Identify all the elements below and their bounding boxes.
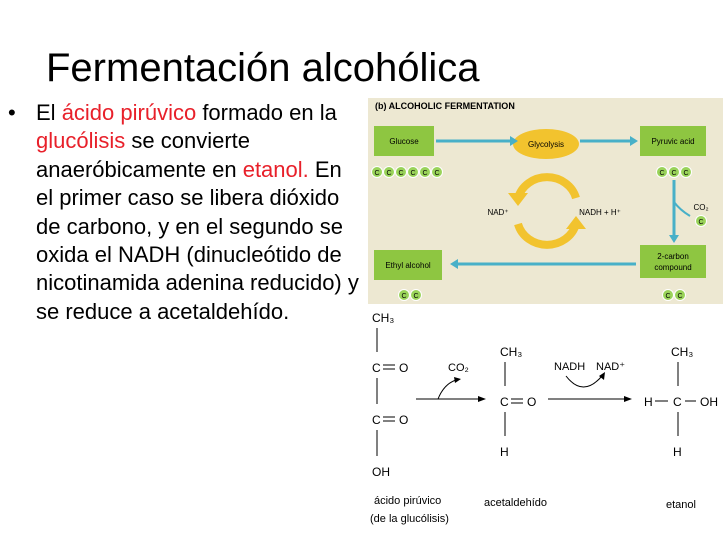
bullet-dot: • bbox=[8, 100, 16, 125]
pyruvic-acid-caption: ácido pirúvico bbox=[374, 495, 441, 507]
svg-text:C: C bbox=[372, 361, 381, 375]
svg-text:O: O bbox=[399, 413, 408, 427]
svg-text:C: C bbox=[374, 170, 379, 177]
svg-text:C: C bbox=[413, 293, 418, 300]
bullet-paragraph: • El ácido pirúvico formado en la glucól… bbox=[8, 99, 362, 326]
nad-cycle-bottom bbox=[514, 222, 580, 249]
co2-release-arrow bbox=[437, 379, 457, 400]
text-part: El bbox=[36, 100, 62, 125]
nadh-text: NADH bbox=[554, 361, 585, 373]
figure-header: (b) ALCOHOLIC FERMENTATION bbox=[375, 101, 515, 111]
two-carbon-box bbox=[640, 245, 706, 278]
ethanol-caption: etanol bbox=[666, 499, 696, 511]
nadh-label: NADH + H⁺ bbox=[579, 208, 621, 217]
two-carbon-carbons: C C bbox=[662, 289, 686, 301]
svg-text:C: C bbox=[410, 170, 415, 177]
glycolysis-node bbox=[513, 129, 579, 159]
cycle-arrowhead bbox=[566, 216, 586, 229]
glycolysis-label: Glycolysis bbox=[528, 140, 564, 149]
fermentation-diagram: (b) ALCOHOLIC FERMENTATION Glucose Glyco… bbox=[368, 98, 723, 304]
chemical-reaction: CH₃ C O C O OH ácido pirúvico (de la glu… bbox=[368, 306, 723, 541]
pyruvic-acid-box bbox=[640, 126, 706, 156]
svg-text:OH: OH bbox=[372, 465, 390, 479]
text-part: formado en la bbox=[196, 100, 337, 125]
nad-plus-label: NAD⁺ bbox=[487, 208, 508, 217]
arrowhead bbox=[624, 396, 632, 402]
svg-text:H: H bbox=[673, 445, 682, 459]
slide-title: Fermentación alcohólica bbox=[46, 46, 480, 90]
svg-text:O: O bbox=[527, 395, 536, 409]
glucose-carbons: C C C C C C bbox=[371, 166, 443, 178]
svg-text:C: C bbox=[386, 170, 391, 177]
pyruvic-carbons: C C C bbox=[656, 166, 692, 178]
svg-text:H: H bbox=[644, 395, 653, 409]
text-part: En el primer caso se libera dióxido de c… bbox=[36, 156, 359, 324]
svg-text:CH₃: CH₃ bbox=[500, 345, 522, 359]
acetaldehyde-structure: CH₃ C O H bbox=[500, 345, 536, 459]
chemical-reaction-svg: CH₃ C O C O OH ácido pirúvico (de la glu… bbox=[370, 311, 718, 525]
paragraph-body: El ácido pirúvico formado en la glucólis… bbox=[36, 99, 362, 326]
co2-label: CO₂ bbox=[693, 203, 708, 212]
arrowhead bbox=[450, 259, 458, 269]
svg-text:H: H bbox=[500, 445, 509, 459]
arrowhead bbox=[510, 136, 518, 146]
co2-text: CO₂ bbox=[448, 362, 469, 374]
ethyl-carbons: C C bbox=[398, 289, 422, 301]
svg-text:C: C bbox=[372, 413, 381, 427]
svg-text:C: C bbox=[659, 170, 664, 177]
svg-text:CH₃: CH₃ bbox=[372, 311, 394, 325]
svg-text:OH: OH bbox=[700, 395, 718, 409]
two-carbon-label-2: compound bbox=[654, 263, 691, 272]
ethyl-alcohol-box bbox=[374, 250, 442, 280]
ethyl-alcohol-label: Ethyl alcohol bbox=[385, 261, 431, 270]
svg-text:C: C bbox=[422, 170, 427, 177]
svg-text:C: C bbox=[677, 293, 682, 300]
ethanol-structure: CH₃ H C OH H bbox=[644, 345, 718, 459]
arrowhead bbox=[599, 372, 605, 380]
pyruvic-acid-caption-2: (de la glucólisis) bbox=[370, 513, 449, 525]
svg-text:C: C bbox=[683, 170, 688, 177]
term-glycolysis: glucólisis bbox=[36, 128, 126, 154]
co2-branch bbox=[673, 201, 691, 217]
svg-text:C: C bbox=[665, 293, 670, 300]
nad-text: NAD⁺ bbox=[596, 361, 625, 373]
arrowhead bbox=[478, 396, 486, 402]
fermentation-diagram-svg: (b) ALCOHOLIC FERMENTATION Glucose Glyco… bbox=[371, 101, 709, 301]
co2-carbon bbox=[695, 215, 707, 227]
svg-text:C: C bbox=[671, 170, 676, 177]
pyruvic-acid-label: Pyruvic acid bbox=[651, 137, 694, 146]
pyruvic-acid-structure: CH₃ C O C O OH bbox=[372, 311, 408, 479]
co2-carbon-label: C bbox=[698, 219, 703, 226]
svg-text:C: C bbox=[673, 395, 682, 409]
text-part: se convierte anaeróbicamente en bbox=[36, 128, 250, 182]
cycle-arrowhead bbox=[508, 193, 528, 206]
nadh-oxidation-arrow bbox=[565, 375, 603, 388]
svg-text:CH₃: CH₃ bbox=[671, 345, 693, 359]
svg-text:C: C bbox=[401, 293, 406, 300]
glucose-box bbox=[374, 126, 434, 156]
arrowhead bbox=[630, 136, 638, 146]
svg-text:C: C bbox=[500, 395, 509, 409]
arrowhead bbox=[669, 235, 679, 243]
term-pyruvic-acid: ácido pirúvico bbox=[61, 100, 197, 125]
two-carbon-label-1: 2-carbon bbox=[657, 252, 689, 261]
acetaldehyde-caption: acetaldehído bbox=[484, 497, 547, 509]
glucose-label: Glucose bbox=[389, 137, 419, 146]
nadh-cycle-top bbox=[514, 173, 580, 200]
svg-text:O: O bbox=[399, 361, 408, 375]
svg-text:C: C bbox=[434, 170, 439, 177]
term-ethanol: etanol. bbox=[242, 156, 309, 182]
svg-text:C: C bbox=[398, 170, 403, 177]
arrowhead bbox=[454, 377, 461, 383]
